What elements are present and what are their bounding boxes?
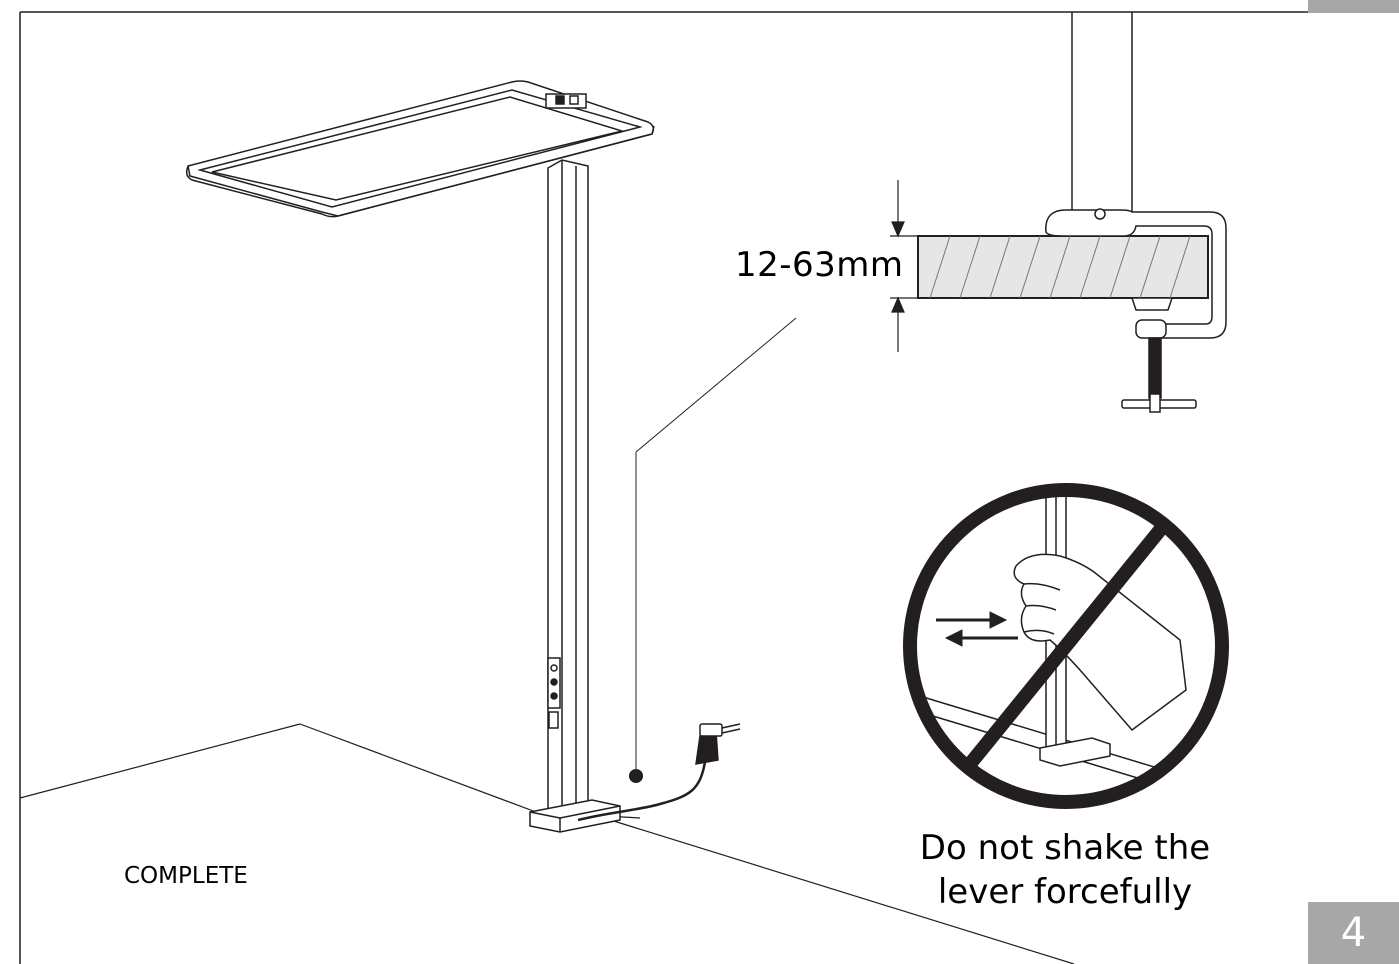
desk-clamp-icon bbox=[917, 12, 1227, 413]
page-number: 4 bbox=[1340, 910, 1367, 956]
warning-line-2: lever forcefully bbox=[937, 872, 1193, 912]
callout-leader bbox=[635, 317, 797, 776]
dimension-marker bbox=[890, 180, 918, 352]
warning-caption: Do not shake the lever forcefully bbox=[900, 826, 1230, 914]
complete-label: COMPLETE bbox=[124, 863, 248, 889]
page-frame-lines bbox=[19, 11, 1308, 964]
prohibition-sign bbox=[903, 483, 1229, 809]
board-hatch bbox=[929, 235, 1191, 299]
floor-lamp-illustration bbox=[185, 80, 655, 833]
push-pull-arrows-icon bbox=[936, 611, 1018, 647]
page-number-box: 4 bbox=[1308, 902, 1399, 964]
power-cable bbox=[577, 761, 707, 822]
hand-icon bbox=[1013, 553, 1187, 732]
power-plug-icon bbox=[695, 723, 741, 765]
dimension-label: 12-63mm bbox=[735, 245, 904, 285]
warning-line-1: Do not shake the bbox=[919, 828, 1211, 868]
page-tab-top bbox=[1308, 0, 1399, 13]
callout-dot bbox=[629, 769, 643, 783]
